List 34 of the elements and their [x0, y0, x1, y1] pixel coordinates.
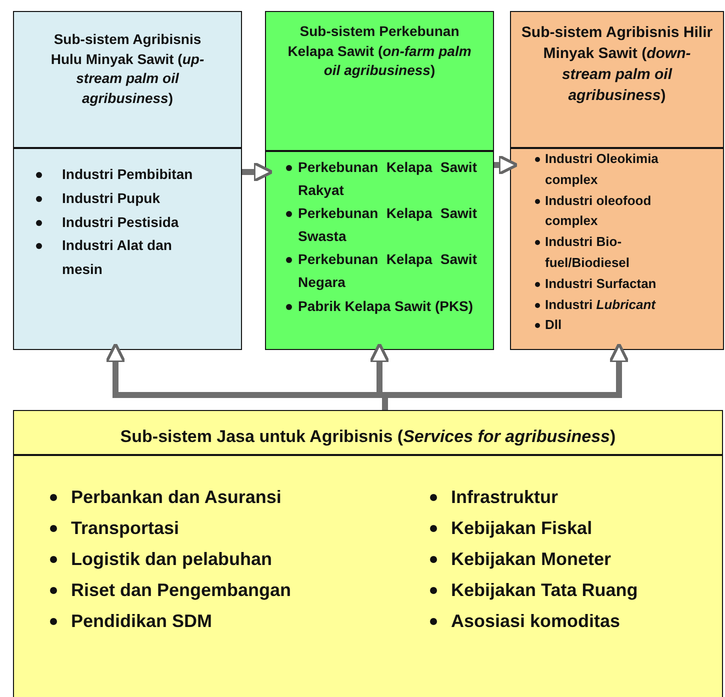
box-heading: Sub-sistem Jasa untuk Agribisnis (Services for agribusiness): [120, 426, 616, 448]
list-item: Transportasi: [71, 516, 180, 540]
list-item: Perkebunan Kelapa Sawit Swasta: [298, 204, 477, 246]
list-item: Industri Pembibitan: [62, 165, 193, 184]
list-item: Kebijakan Moneter: [451, 548, 612, 571]
list-item: Perkebunan Kelapa Sawit Rakyat: [298, 158, 477, 200]
list-item: Logistik dan pelabuhan: [71, 548, 272, 571]
hollow-arrow: [494, 154, 518, 176]
list-item: Industri oleofood complex: [545, 192, 652, 230]
list-item: Industri Pupuk: [62, 188, 160, 208]
list-item: Industri Alat dan mesin: [62, 236, 173, 280]
list-item: Industri Bio-fuel/Biodiesel: [545, 233, 631, 272]
box-heading: Sub-sistem Agribisnis Hulu Minyak Sawit (up-stream palm oil agribusiness): [50, 30, 206, 108]
list-item: Asosiasi komoditas: [451, 610, 620, 633]
list-item: Industri Surfactan: [545, 274, 656, 293]
box-heading: Sub-sistem Perkebunan Kelapa Sawit (on-farm palm oil agribusiness): [286, 22, 472, 80]
subsystem-box: [265, 11, 494, 350]
list-item: Industri Pestisida: [62, 212, 179, 232]
hollow-arrow: [242, 162, 274, 182]
list-item: Pendidikan SDM: [71, 610, 212, 633]
list-item: Dll: [545, 316, 562, 334]
list-item: Perkebunan Kelapa Sawit Negara: [298, 250, 477, 292]
box-heading: Sub-sistem Agribisnis Hilir Minyak Sawit (down-stream palm oil agribusiness): [520, 23, 714, 106]
list-item: Industri Oleokimia complex: [545, 150, 660, 189]
subsystem-box: [13, 11, 242, 350]
list-item: Perbankan dan Asuransi: [71, 486, 282, 509]
list-item: Kebijakan Fiskal: [451, 516, 592, 540]
subsystem-box: [510, 11, 724, 350]
list-item: Infrastruktur: [451, 486, 558, 509]
subsystem-box: [13, 410, 723, 697]
list-item: Pabrik Kelapa Sawit (PKS): [298, 296, 474, 316]
list-item: Riset dan Pengembangan: [71, 578, 292, 602]
list-item: Industri Lubricant: [545, 296, 656, 314]
list-item: Kebijakan Tata Ruang: [451, 578, 638, 602]
